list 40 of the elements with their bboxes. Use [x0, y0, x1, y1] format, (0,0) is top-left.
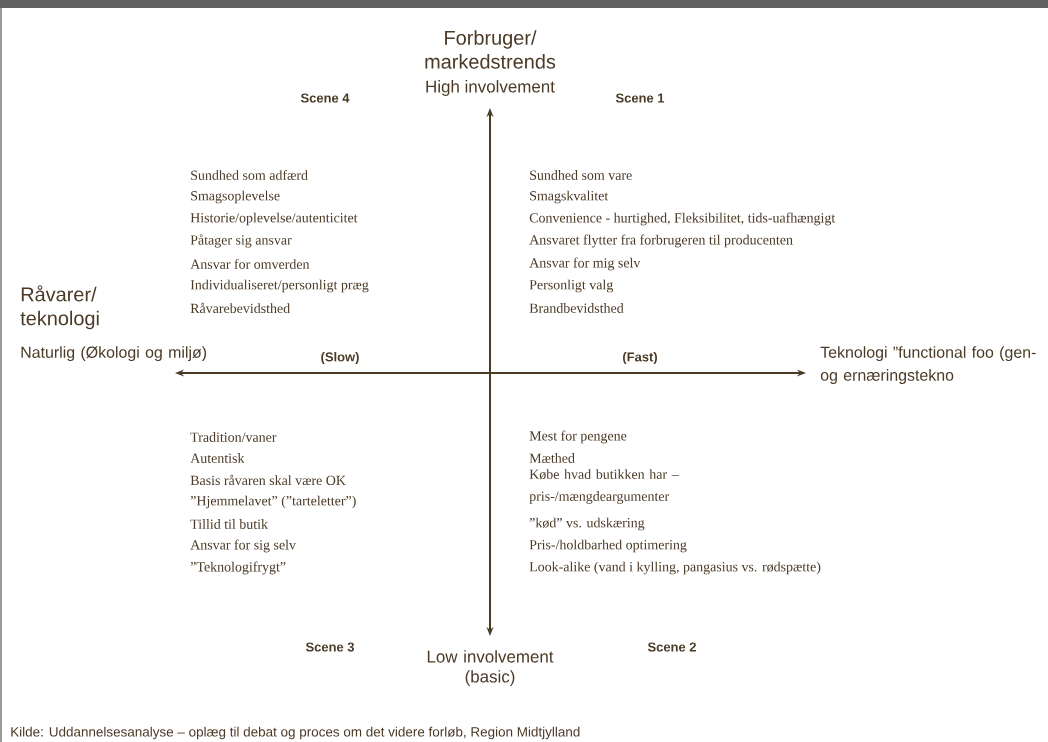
list-item: ”Hjemmelavet” (”tarteletter”): [190, 495, 356, 509]
scene-label: Scene 2: [647, 642, 696, 652]
source-note: Kilde: Uddannelsesanalyse – oplæg til debat og proces om det videre forløb, Region Midtjylland: [11, 726, 580, 740]
list-item: Ansvaret flytter fra forbrugeren til producenten: [529, 234, 793, 248]
list-item: Sundhed som vare: [530, 170, 632, 180]
list-item: Tillid til butik: [190, 519, 268, 529]
list-item: Råvarebevidsthed: [190, 302, 290, 314]
list-item: ”Teknologifrygt”: [190, 561, 286, 575]
list-item: Ansvar for omverden: [190, 259, 310, 269]
list-item: Købe hvad butikken har – pris-/mængdeargumenter: [529, 469, 679, 504]
list-item: Smagsoplevelse: [191, 190, 280, 204]
axis-label: (Slow): [321, 351, 359, 365]
scene-label: Scene 4: [300, 93, 350, 103]
list-item: ”kød” vs. udskæring: [529, 517, 645, 531]
scene-label: Scene 1: [615, 93, 665, 103]
list-item: Historie/oplevelse/autenticitet: [190, 212, 358, 226]
axis-title: Forbruger/ markedstrends: [425, 30, 556, 69]
list-item: Brandbevidsthed: [529, 303, 624, 313]
list-item: Convenience - hurtighed, Fleksibilitet, tids-uafhængigt: [529, 212, 836, 226]
list-item: Individualiseret/personligt præg: [190, 279, 369, 293]
list-item: Påtager sig ansvar: [190, 234, 292, 248]
axis-label: Teknologi ”functional foo (gen- og ernæringstekno: [820, 346, 1036, 384]
list-item: Personligt valg: [529, 279, 613, 293]
axis-title: Low involvement (basic): [427, 650, 554, 686]
list-item: Ansvar for mig selv: [529, 257, 641, 271]
list-item: Autentisk: [190, 453, 245, 463]
list-item: Look-alike (vand i kylling, pangasius vs. rødspætte): [529, 561, 821, 575]
list-item: Smagskvalitet: [530, 190, 609, 204]
list-item: Ansvar for sig selv: [190, 539, 296, 553]
list-item: Basis råvaren skal være OK: [190, 474, 346, 486]
axis-title: Råvarer/ teknologi: [20, 285, 99, 330]
list-item: Tradition/vaner: [190, 432, 277, 442]
scene-label: Scene 3: [305, 642, 354, 652]
axis-label: Naturlig (Økologi og miljø): [21, 346, 207, 362]
axis-title: High involvement: [426, 80, 555, 96]
list-item: Sundhed som adfærd: [191, 170, 308, 180]
list-item: Mest for pengene: [529, 430, 627, 444]
axis-label: (Fast): [623, 351, 657, 365]
list-item: Pris-/holdbarhed optimering: [529, 539, 687, 553]
list-item: Mæthed: [529, 453, 575, 463]
